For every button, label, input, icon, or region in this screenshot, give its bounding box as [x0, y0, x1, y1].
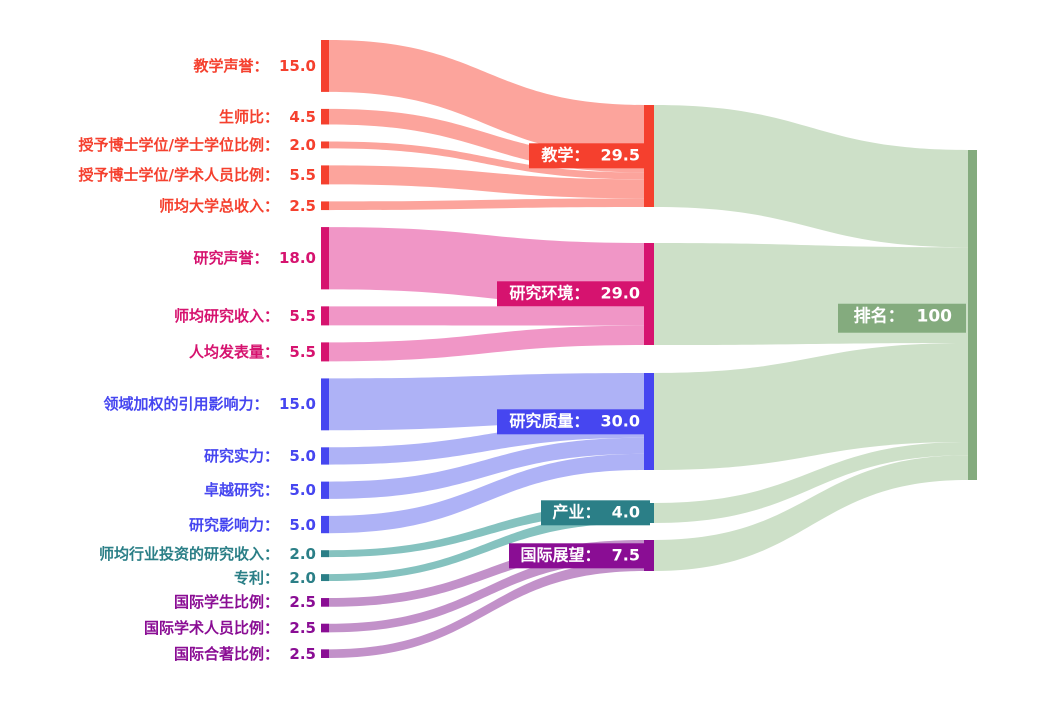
label-industry: 产业： 4.0: [540, 500, 650, 526]
flow-institutional-income-to-teaching: [329, 198, 644, 211]
flow-teaching-to-rank: [654, 105, 968, 248]
label-international-students: 国际学生比例： 2.5: [173, 593, 316, 612]
node-institutional-income: [321, 201, 329, 211]
label-research-quality: 研究质量： 30.0: [497, 408, 650, 435]
flow-research-excellence-to-research-quality: [329, 437, 644, 499]
node-research-income: [321, 306, 329, 326]
node-teaching-reputation: [321, 40, 329, 92]
label-research-income: 师均研究收入： 5.5: [173, 306, 316, 325]
label-teaching: 教学： 29.5: [529, 143, 650, 169]
node-field-weighted-citation-impact: [321, 378, 329, 431]
label-institutional-income: 师均大学总收入： 2.5: [158, 196, 316, 215]
flow-international-students-to-international-outlook: [329, 540, 644, 607]
node-doctorate-staff-ratio: [321, 165, 329, 185]
flow-industry-to-rank: [654, 442, 968, 523]
node-research-reputation: [321, 227, 329, 290]
node-patents: [321, 574, 329, 582]
label-patents: 专利： 2.0: [233, 568, 316, 587]
label-research-reputation: 研究声誉： 18.0: [193, 248, 316, 267]
node-international-co-authorship: [321, 649, 329, 658]
flow-doctorate-bachelor-ratio-to-teaching: [329, 141, 644, 180]
flow-doctorate-staff-ratio-to-teaching: [329, 165, 644, 199]
node-research-excellence: [321, 481, 329, 499]
flow-international-outlook-to-rank: [654, 455, 968, 571]
flow-research-influence-to-research-quality: [329, 453, 644, 534]
label-teaching-reputation: 教学声誉： 15.0: [193, 56, 316, 75]
label-industry-income: 师均行业投资的研究收入： 2.0: [98, 544, 316, 563]
flow-teaching-reputation-to-teaching: [329, 40, 644, 157]
node-research-influence: [321, 515, 329, 534]
label-field-weighted-citation-impact: 领域加权的引用影响力： 15.0: [103, 395, 316, 414]
node-doctorate-bachelor-ratio: [321, 141, 329, 149]
node-international-students: [321, 598, 329, 607]
node-student-staff-ratio: [321, 108, 329, 125]
label-doctorate-staff-ratio: 授予博士学位/学术人员比例： 5.5: [78, 165, 317, 184]
label-student-staff-ratio: 生师比： 4.5: [218, 107, 316, 126]
node-industry-income: [321, 550, 329, 558]
flow-research-income-to-research-environment: [329, 306, 644, 326]
label-research-environment: 研究环境： 29.0: [497, 281, 650, 307]
label-international-staff: 国际学术人员比例： 2.5: [143, 618, 316, 637]
label-publications-per-capita: 人均发表量： 5.5: [188, 342, 316, 361]
node-publications-per-capita: [321, 342, 329, 362]
label-doctorate-bachelor-ratio: 授予博士学位/学士学位比例： 2.0: [78, 135, 317, 154]
flow-international-co-authorship-to-international-outlook: [329, 560, 644, 658]
label-international-co-authorship: 国际合著比例： 2.5: [173, 644, 316, 663]
node-rank: [968, 150, 977, 480]
label-research-excellence: 卓越研究： 5.0: [203, 481, 316, 499]
node-research-strength: [321, 447, 329, 465]
label-rank: 排名： 100: [837, 303, 966, 333]
flow-research-quality-to-rank: [654, 343, 968, 470]
flow-international-staff-to-international-outlook: [329, 550, 644, 633]
flow-patents-to-industry: [329, 513, 644, 582]
label-international-outlook: 国际展望： 7.5: [508, 542, 650, 569]
label-research-strength: 研究实力： 5.0: [203, 446, 316, 465]
label-research-influence: 研究影响力： 5.0: [188, 515, 316, 534]
node-international-staff: [321, 623, 329, 633]
flow-publications-per-capita-to-research-environment: [329, 325, 644, 362]
